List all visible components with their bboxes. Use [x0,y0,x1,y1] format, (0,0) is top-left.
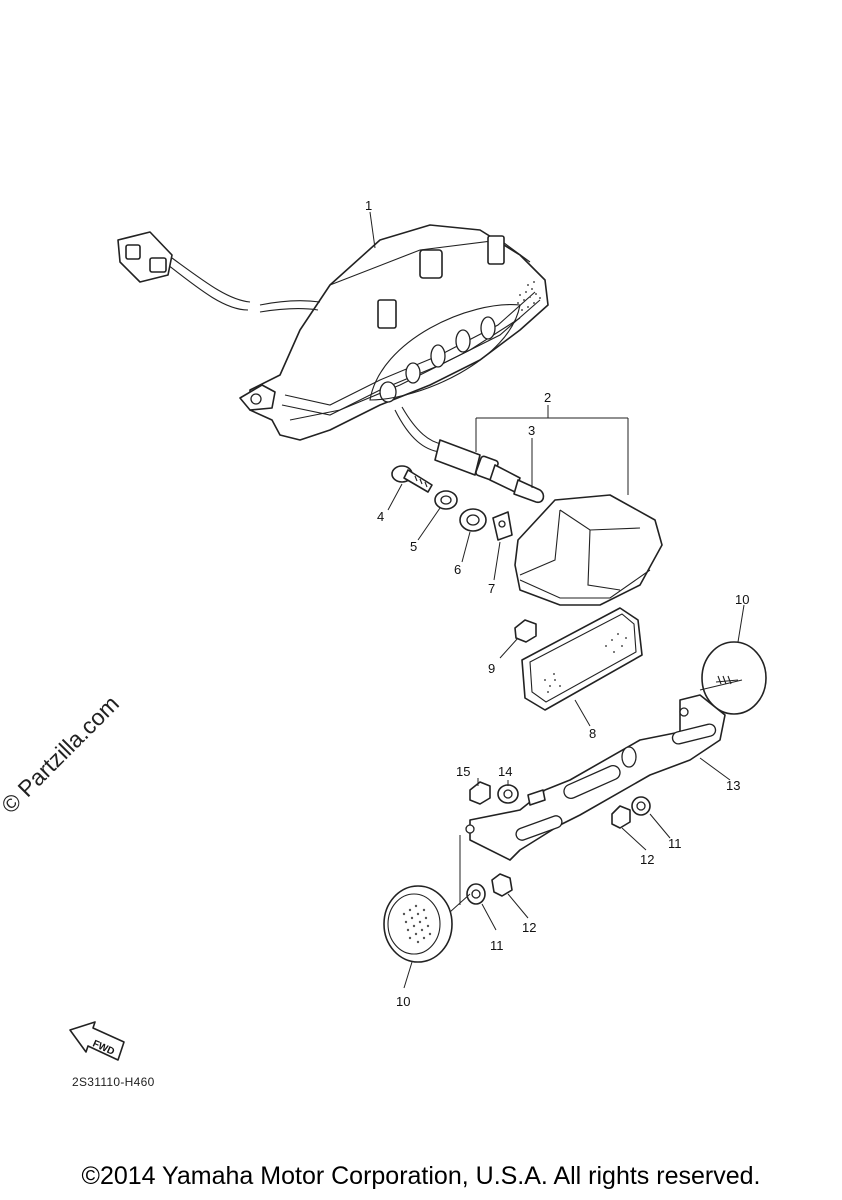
diagram-code: 2S31110-H460 [72,1075,155,1089]
callout-7: 7 [488,581,495,596]
callout-11-right: 11 [668,836,682,851]
callout-4: 4 [377,509,384,524]
callout-6: 6 [454,562,461,577]
callout-15: 15 [456,764,470,779]
callout-1: 1 [365,198,372,213]
lens-cover [514,494,663,606]
turn-signal-left [383,885,453,963]
callout-8: 8 [589,726,596,741]
callout-10-lower: 10 [396,994,410,1009]
bolt [391,465,433,493]
callout-2: 2 [544,390,551,405]
nut-upper [469,781,491,805]
clip-nut [492,511,513,541]
nut-right [611,805,631,829]
callout-9: 9 [488,661,495,676]
washer-right [631,796,651,816]
rear-reflector [521,607,643,711]
callout-12-lower: 12 [522,920,536,935]
callout-11-lower: 11 [490,938,504,953]
collar [434,490,458,510]
washer-upper [497,784,519,804]
callout-13: 13 [726,778,740,793]
callout-10-upper: 10 [735,592,749,607]
washer-lower [466,883,486,905]
turn-signal-right [701,641,767,715]
fwd-arrow-icon: FWD [69,1021,125,1061]
reflector-nut [514,619,537,643]
copyright-notice: ©2014 Yamaha Motor Corporation, U.S.A. A… [81,1162,761,1190]
tail-light-assembly [117,224,549,441]
callout-12-right: 12 [640,852,654,867]
grommet [459,508,487,532]
license-bracket [465,694,726,861]
callout-5: 5 [410,539,417,554]
callout-14: 14 [498,764,512,779]
socket-and-bulb [434,439,545,504]
nut-lower [491,873,513,897]
callout-3: 3 [528,423,535,438]
